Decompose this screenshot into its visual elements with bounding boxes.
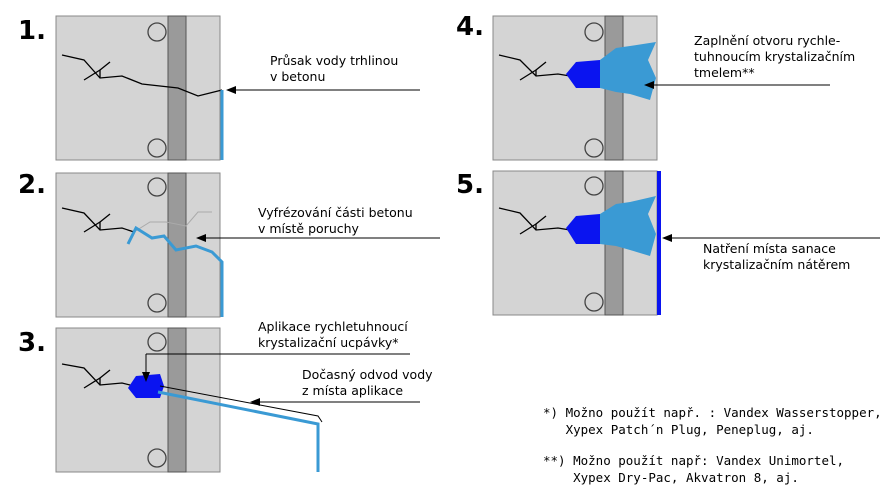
- footnote-1-line2: Xypex Patch´n Plug, Peneplug, aj.: [543, 422, 814, 437]
- plug-5: [566, 214, 600, 244]
- concrete-wall-1: [55, 15, 221, 161]
- membrane-3: [167, 327, 187, 473]
- step-1-label-line2: v betonu: [270, 69, 326, 84]
- crystalline-coating-5: [657, 171, 661, 315]
- footnote-1-line1: *) Možno použít např. : Vandex Wassersto…: [543, 405, 882, 420]
- panel-1: [55, 15, 420, 161]
- step-5-number: 5.: [456, 170, 484, 200]
- mortar-fill-5: [600, 196, 656, 256]
- step-5-label-line1: Natření místa sanace: [703, 241, 836, 256]
- step-4-label-line1: Zaplnění otvoru rychle-: [694, 33, 841, 48]
- rebar-1b: [147, 138, 167, 158]
- step-5-label-line2: krystalizačním nátěrem: [703, 257, 851, 272]
- step-2-label-line1: Vyfrézování části betonu: [258, 205, 413, 220]
- footnote-2-line2: Xypex Dry-Pac, Akvatron 8, aj.: [543, 470, 799, 485]
- step-1-number: 1.: [18, 16, 46, 46]
- step-4-label-line3: tmelem**: [694, 65, 755, 80]
- crack-1: [61, 54, 223, 97]
- panel-2: [55, 172, 440, 318]
- rebar-1a: [147, 22, 167, 42]
- step-3-label2-line2: z místa aplikace: [302, 383, 404, 398]
- panel-5: [492, 170, 880, 316]
- panel-3: [55, 327, 420, 473]
- step-3-label2-line1: Dočasný odvod vody: [302, 367, 433, 382]
- mortar-fill-4: [600, 42, 656, 100]
- step-1-label-line1: Průsak vody trhlinou: [270, 53, 399, 68]
- footnote-2-line1: **) Možno použít např: Vandex Unimortel,: [543, 453, 845, 468]
- step-3-label-line2: krystalizační ucpávky*: [258, 335, 399, 350]
- membrane-2: [167, 172, 187, 318]
- step-2-label-line2: v místě poruchy: [258, 221, 359, 236]
- concrete-wall-2: [55, 172, 221, 318]
- step-4-number: 4.: [456, 12, 484, 42]
- step-4-label-line2: tuhnoucím krystalizačním: [694, 49, 856, 64]
- plug-3: [128, 374, 164, 398]
- step-3-label-line1: Aplikace rychletuhnoucí: [258, 319, 408, 334]
- step-2-number: 2.: [18, 170, 46, 200]
- drain-tube-3: [157, 390, 320, 472]
- step-3-number: 3.: [18, 328, 46, 358]
- milled-channel-2: [126, 225, 224, 317]
- panel-4: [492, 15, 830, 161]
- plug-4: [566, 60, 600, 88]
